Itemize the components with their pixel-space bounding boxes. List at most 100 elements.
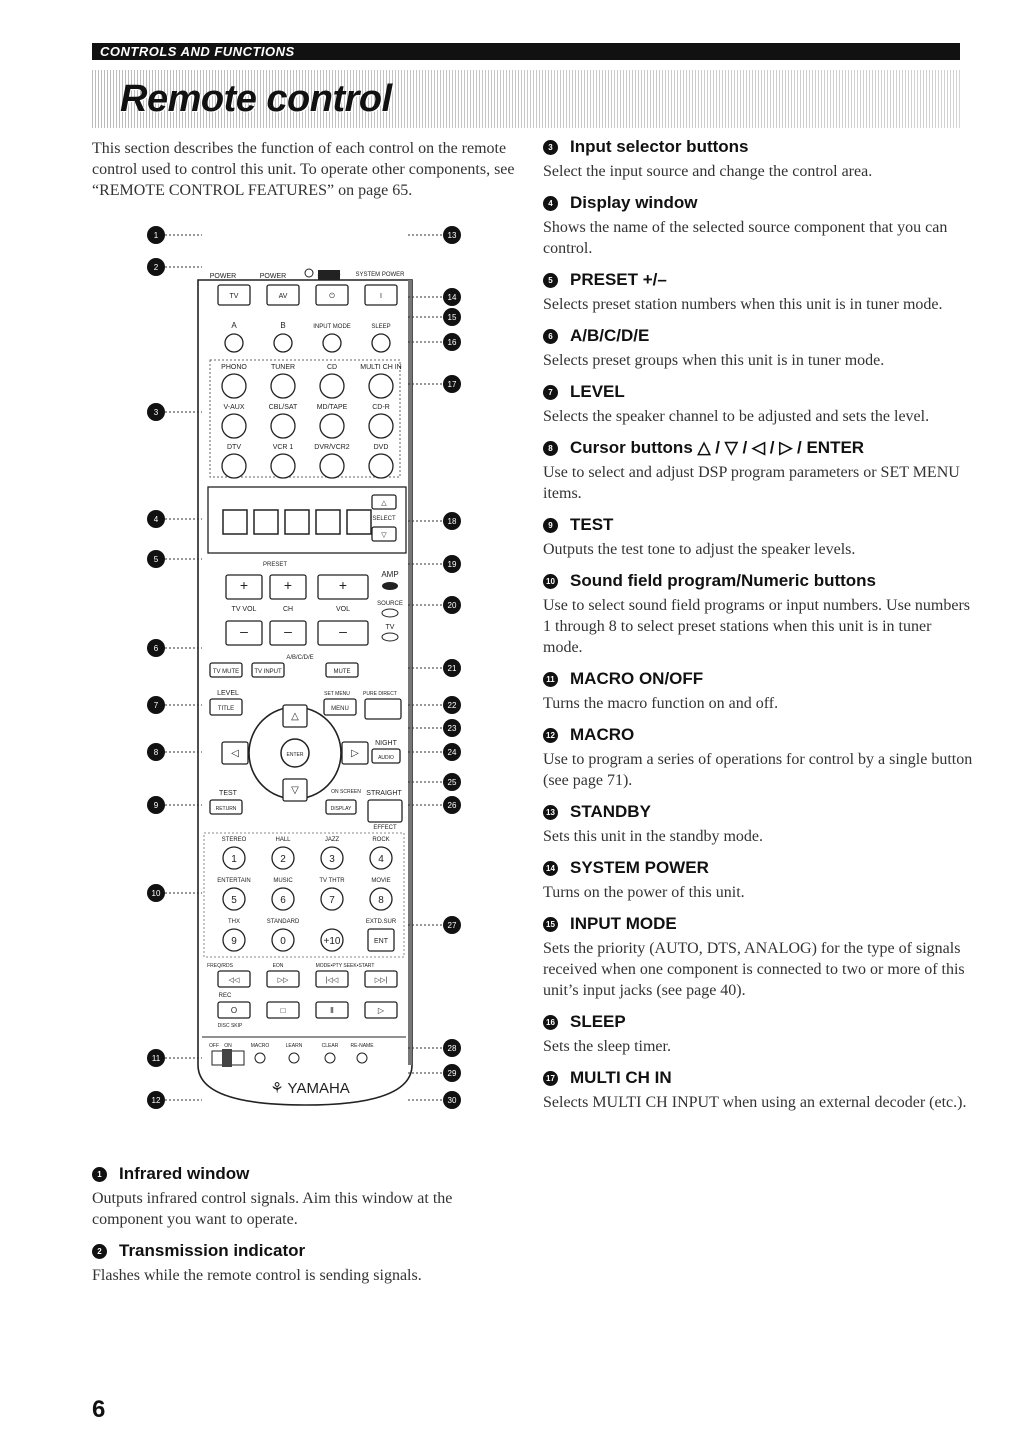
mode-button [273,333,293,353]
callout-right-number: 18 [448,517,457,526]
item-desc: Use to select and adjust DSP program par… [543,464,960,502]
item-preset: 5 PRESET +/– Selects preset station number… [543,269,973,315]
item-number-badge: 2 [92,1243,107,1259]
input-selector-button [221,453,247,479]
input-selector-button [319,413,345,439]
plus-button-label: + [240,577,248,593]
macro-label: ON [224,1043,232,1049]
callout-left [147,796,165,814]
item-desc: Select the input source and change the c… [543,163,873,180]
input-label: DVD [374,444,389,451]
callout-left-number: 6 [154,644,159,653]
callout-right-number: 20 [448,601,457,610]
menu-button [323,698,357,716]
item-desc: Selects preset groups when this unit is … [543,352,885,369]
sound-field-label: MUSIC [273,878,293,884]
transport-button-label: Ⅱ [330,1006,334,1015]
title-band [92,70,960,128]
digit-button [367,928,395,952]
item-title: STANDBY [570,802,651,821]
sound-field-label: THX [228,919,240,925]
transport-button-label: |◁◁ [326,977,339,984]
item-desc: Selects preset station numbers when this… [543,296,943,313]
section-header-bar: CONTROLS AND FUNCTIONS [92,43,960,60]
item-number-badge: 10 [543,573,558,589]
audio-button-label: AUDIO [378,755,394,761]
cursor-down-button [282,778,308,802]
input-label: V-AUX [223,404,244,411]
item-title: SYSTEM POWER [570,858,709,877]
title-button-label: TITLE [218,706,234,712]
item-number-badge: 15 [543,916,558,932]
macro-button [356,1052,368,1064]
select-down-button-label: ▽ [381,532,387,539]
digit-label: 0 [280,936,286,947]
power-button-label: I [380,293,382,300]
power-button [266,284,300,306]
onscreen-label: ON SCREEN [331,789,361,795]
digit-button [222,846,246,870]
cursor-left-button [221,741,249,765]
callout-right [443,916,461,934]
mode-button [224,333,244,353]
input-selector-button [368,413,394,439]
digit-button [271,928,295,952]
return-button [209,799,243,815]
standby-label-box [318,270,340,280]
yamaha-logo: ⚘ YAMAHA [270,1080,350,1097]
callout-right-number: 23 [448,724,457,733]
callout-right-number: 13 [448,231,457,240]
digit-label: 2 [280,854,286,865]
callout-right-number: 22 [448,701,457,710]
macro-label: CLEAR [322,1043,339,1049]
digit-button [222,887,246,911]
input-selector-frame [209,359,401,478]
macro-label: RE-NAME [350,1043,374,1049]
plus-button [269,574,307,600]
callout-left [147,550,165,568]
minus-button [317,620,369,646]
input-selector-button [368,373,394,399]
menu-button-label: MENU [331,706,349,712]
item-title: PRESET +/– [570,270,667,289]
callout-right [443,308,461,326]
sound-field-label: STANDARD [267,919,300,925]
display-button-label: DISPLAY [331,806,352,812]
transport-button [315,970,349,988]
callout-right [443,773,461,791]
input-label: PHONO [221,364,247,371]
night-label: NIGHT [375,740,398,747]
digit-label: 3 [329,854,335,865]
callout-left-number: 8 [154,748,159,757]
transport-button-label: ▷ [378,1006,385,1015]
input-selector-button [270,413,296,439]
cursor-right-button-label: ▷ [351,748,359,759]
section-header-text: CONTROLS AND FUNCTIONS [100,44,295,59]
return-button-label: RETURN [216,806,237,812]
input-label: CD [327,364,337,371]
item-title: SLEEP [570,1012,626,1031]
macro-button [288,1052,300,1064]
amp-button [382,582,398,590]
item-title: INPUT MODE [570,914,677,933]
transport-button [266,1001,300,1019]
transmission-indicator [304,268,314,278]
digit-label: 6 [280,895,286,906]
sound-field-label: HALL [275,837,291,843]
item-desc: Sets the priority (AUTO, DTS, ANALOG) fo… [543,940,965,999]
source-button [381,608,399,618]
tv-button [381,632,399,642]
item-number-badge: 5 [543,272,558,288]
item-number-badge: 13 [543,804,558,820]
callout-right-number: 24 [448,748,457,757]
straight-label: STRAIGHT [366,790,402,797]
item-title: MACRO ON/OFF [570,669,704,688]
